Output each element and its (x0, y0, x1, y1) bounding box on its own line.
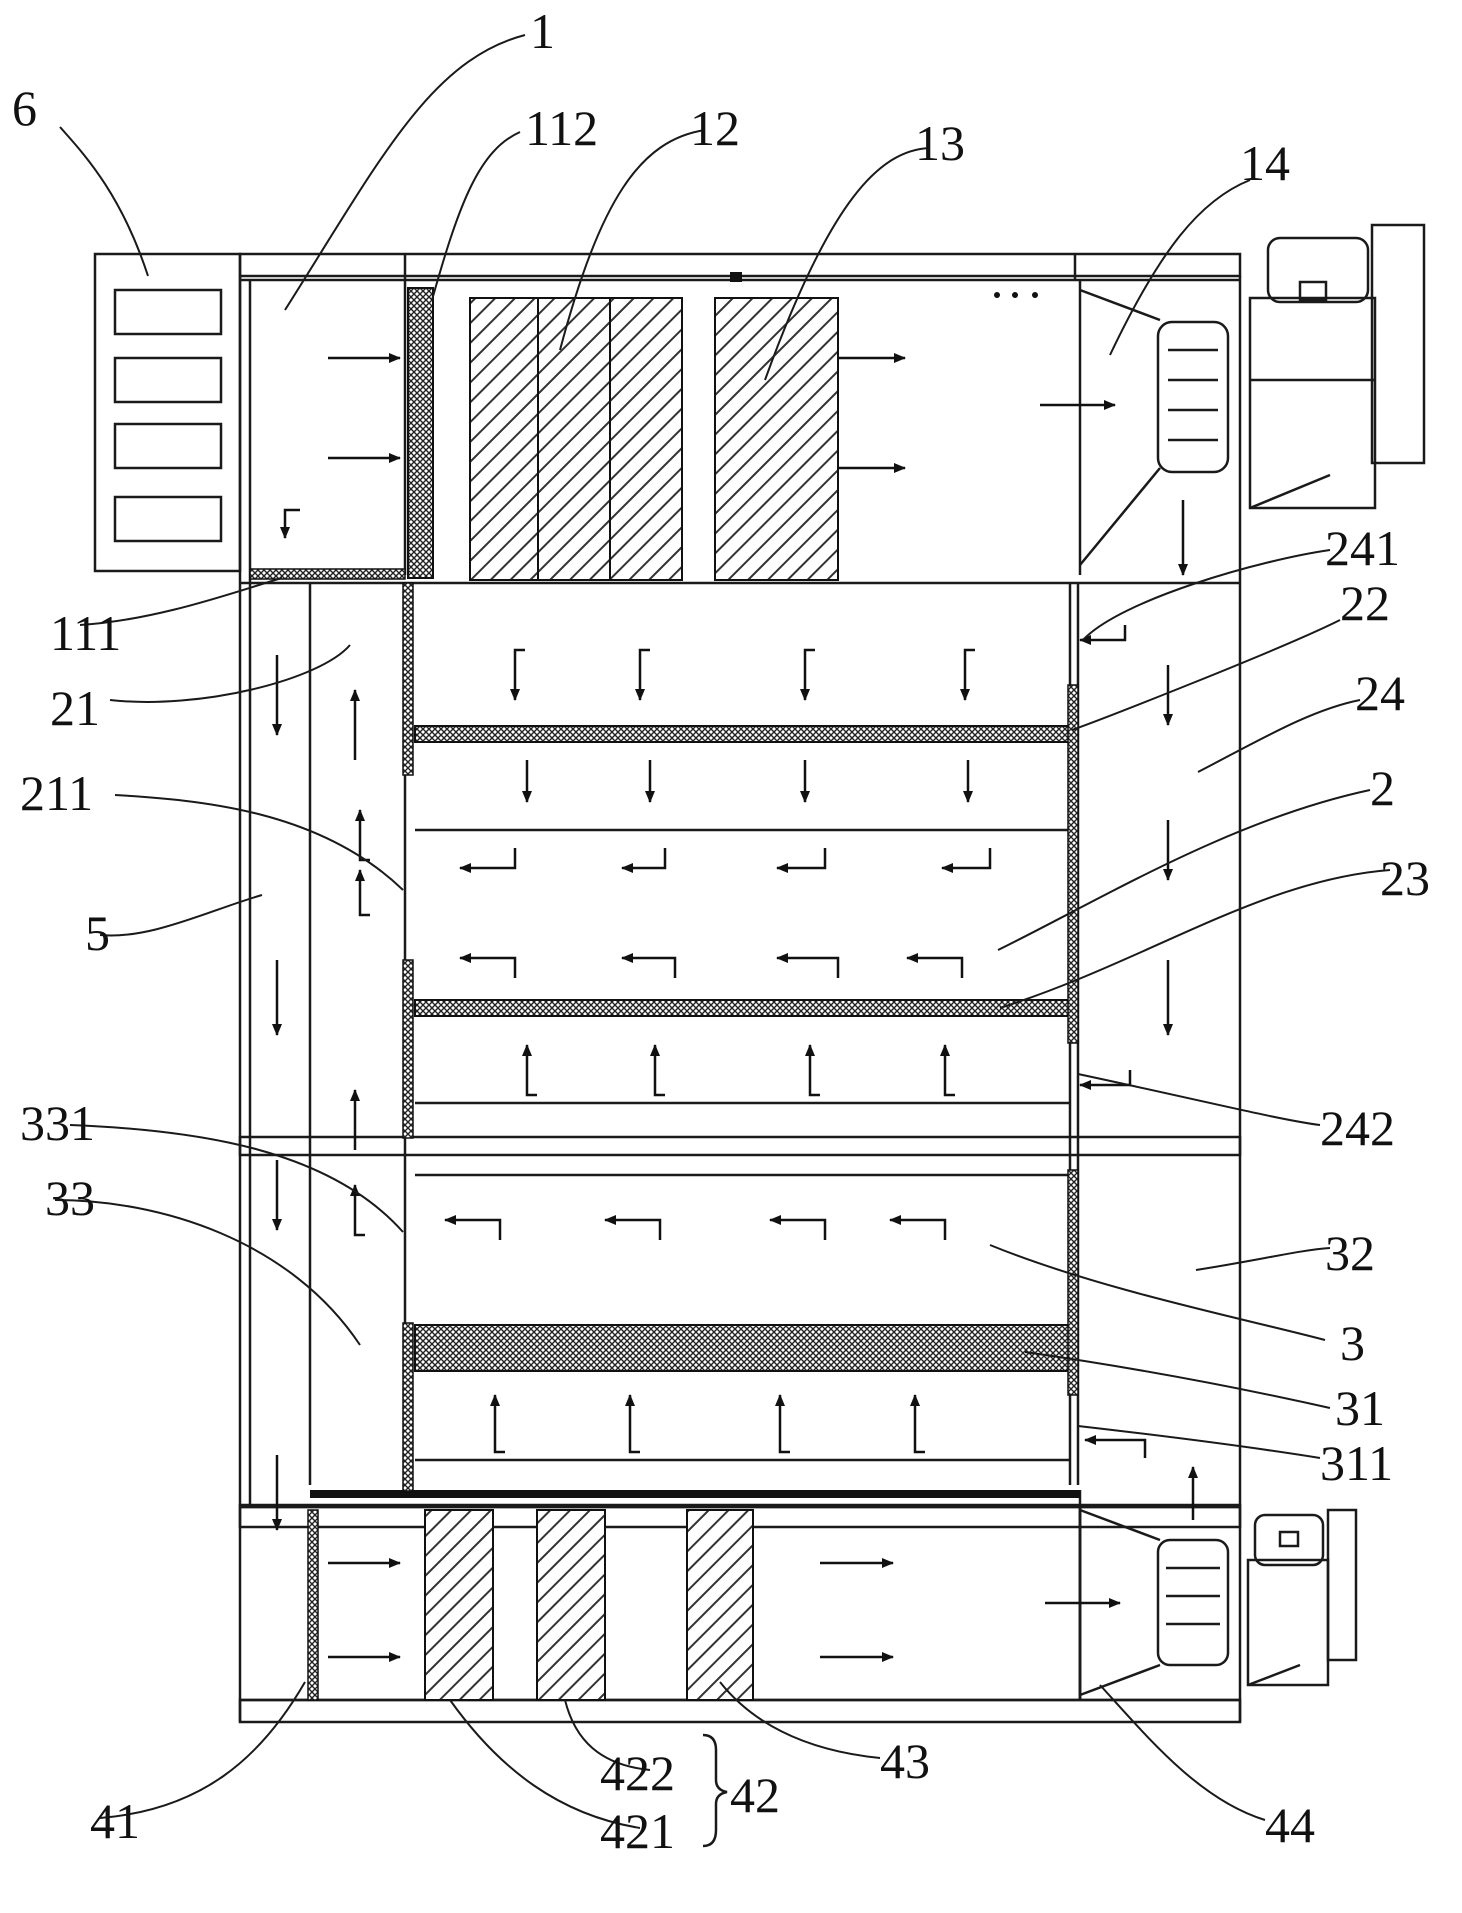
label-41: 41 (90, 1793, 140, 1849)
bottom-plate (310, 1490, 1080, 1498)
control-box (93, 252, 242, 573)
label-211: 211 (20, 765, 93, 821)
side-mesh-211-bottom (402, 959, 414, 1139)
control-box-panel (113, 495, 223, 543)
label-21: 21 (50, 680, 100, 736)
filter-41 (307, 1509, 319, 1701)
label-1: 1 (530, 3, 555, 59)
label-112: 112 (525, 100, 598, 156)
label-311: 311 (1320, 1435, 1393, 1491)
side-mesh-331 (402, 1322, 414, 1492)
filter-12c (609, 297, 683, 581)
filter-31 (414, 1324, 1071, 1372)
fan-44 (1079, 1508, 1358, 1697)
filter-12b (537, 297, 611, 581)
side-mesh-241 (1067, 684, 1079, 1044)
side-mesh-311 (1067, 1169, 1079, 1396)
label-2: 2 (1370, 760, 1395, 816)
filter-43 (686, 1509, 754, 1701)
side-mesh-211-top (402, 582, 414, 776)
label-31: 31 (1335, 1380, 1385, 1436)
label-422: 422 (600, 1745, 675, 1801)
control-box-panel (113, 422, 223, 470)
label-43: 43 (880, 1733, 930, 1789)
label-32: 32 (1325, 1225, 1375, 1281)
label-111: 111 (50, 605, 121, 661)
label-42: 42 (730, 1767, 780, 1823)
label-13: 13 (915, 115, 965, 171)
top-dots (730, 272, 1038, 298)
label-242: 242 (1320, 1100, 1395, 1156)
brace-42 (702, 1733, 728, 1848)
label-6: 6 (12, 80, 37, 136)
label-23: 23 (1380, 850, 1430, 906)
labels: 1 6 112 12 13 14 241 22 111 21 24 211 2 … (12, 3, 1430, 1859)
label-421: 421 (600, 1803, 675, 1859)
control-box-panel (113, 288, 223, 336)
label-14: 14 (1240, 135, 1290, 191)
filter-422 (536, 1509, 606, 1701)
label-3: 3 (1340, 1315, 1365, 1371)
label-24: 24 (1355, 665, 1405, 721)
label-331: 331 (20, 1095, 95, 1151)
label-12: 12 (690, 100, 740, 156)
filter-421 (424, 1509, 494, 1701)
fan-14 (1079, 223, 1426, 566)
filter-22 (414, 725, 1071, 743)
flow-arrows (272, 353, 1198, 1662)
filter-112 (407, 287, 434, 579)
label-33: 33 (45, 1170, 95, 1226)
control-box-panel (113, 356, 223, 404)
label-5: 5 (85, 905, 110, 961)
filter-23 (414, 999, 1071, 1017)
filter-111 (249, 568, 406, 580)
middle-divider (238, 1135, 1242, 1157)
label-241: 241 (1325, 520, 1400, 576)
filter-13 (714, 297, 839, 581)
filter-12a (469, 297, 539, 581)
label-22: 22 (1340, 575, 1390, 631)
leader-lines (54, 34, 1391, 1829)
label-44: 44 (1265, 1797, 1315, 1853)
